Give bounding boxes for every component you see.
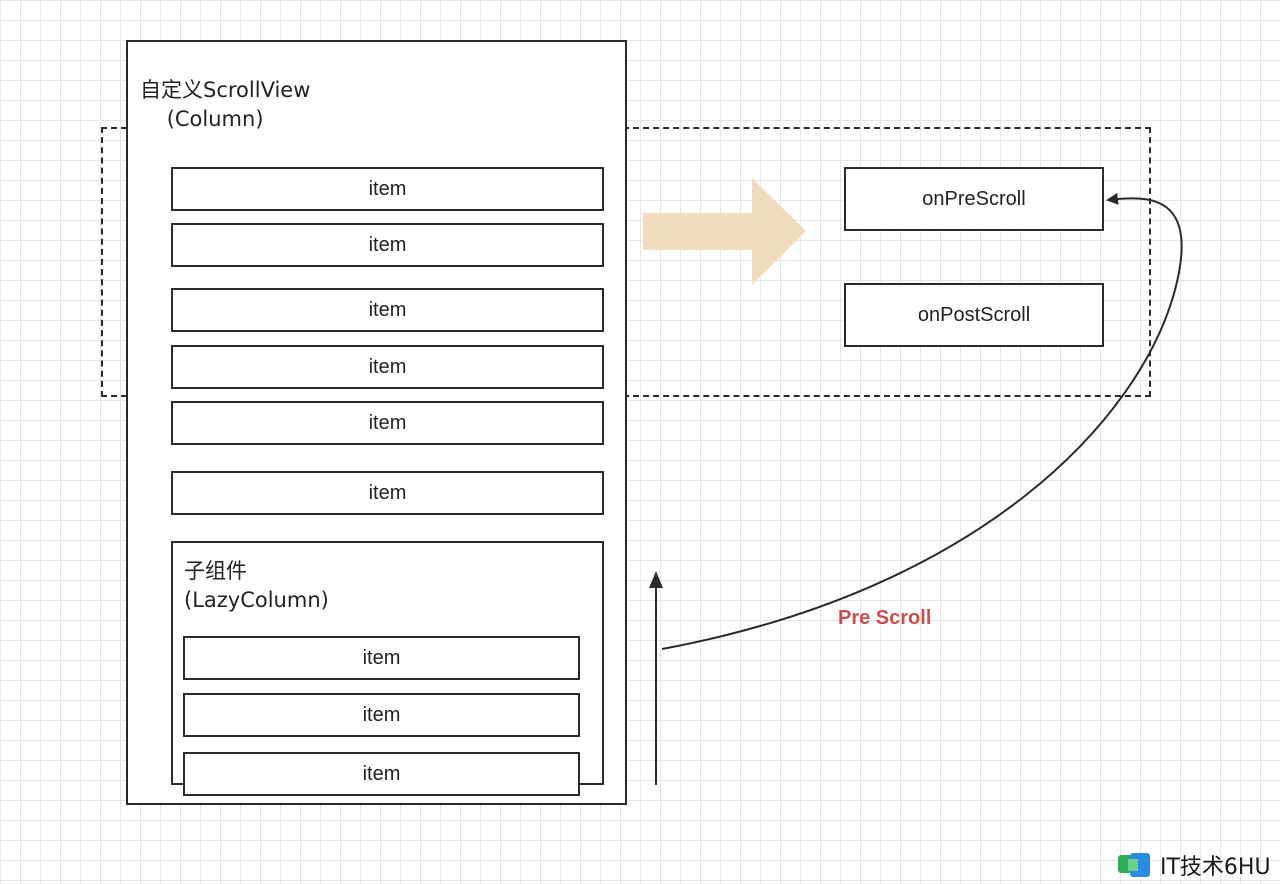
outer-title-line2: (Column) [166, 107, 264, 131]
inner-title-line2: (LazyColumn) [184, 588, 329, 612]
pre-scroll-label: Pre Scroll [838, 607, 932, 629]
scroll-up-arrowhead-icon [649, 571, 663, 588]
on-pre-scroll-box: onPreScroll [844, 167, 1104, 231]
inner-item: item [183, 752, 580, 796]
inner-title-line1: 子组件 [184, 559, 247, 583]
outer-item: item [171, 223, 604, 267]
pre-scroll-curve-arrow [661, 192, 1183, 650]
watermark-text: IT技术6HU [1160, 855, 1271, 880]
inner-lazycolumn-title: 子组件 (LazyColumn) [184, 557, 404, 615]
outer-item: item [171, 345, 604, 389]
outer-item: item [171, 401, 604, 445]
outer-item: item [171, 471, 604, 515]
flow-arrow-icon [643, 178, 806, 285]
inner-item: item [183, 693, 580, 737]
watermark-logo-icon [1118, 853, 1150, 877]
outer-item: item [171, 167, 604, 211]
on-post-scroll-box: onPostScroll [844, 283, 1104, 347]
inner-item: item [183, 636, 580, 680]
outer-scrollview-title: 自定义ScrollView (Column) [140, 76, 380, 134]
outer-item: item [171, 288, 604, 332]
outer-title-line1: 自定义ScrollView [140, 78, 311, 102]
watermark: IT技术6HU [1118, 848, 1271, 882]
